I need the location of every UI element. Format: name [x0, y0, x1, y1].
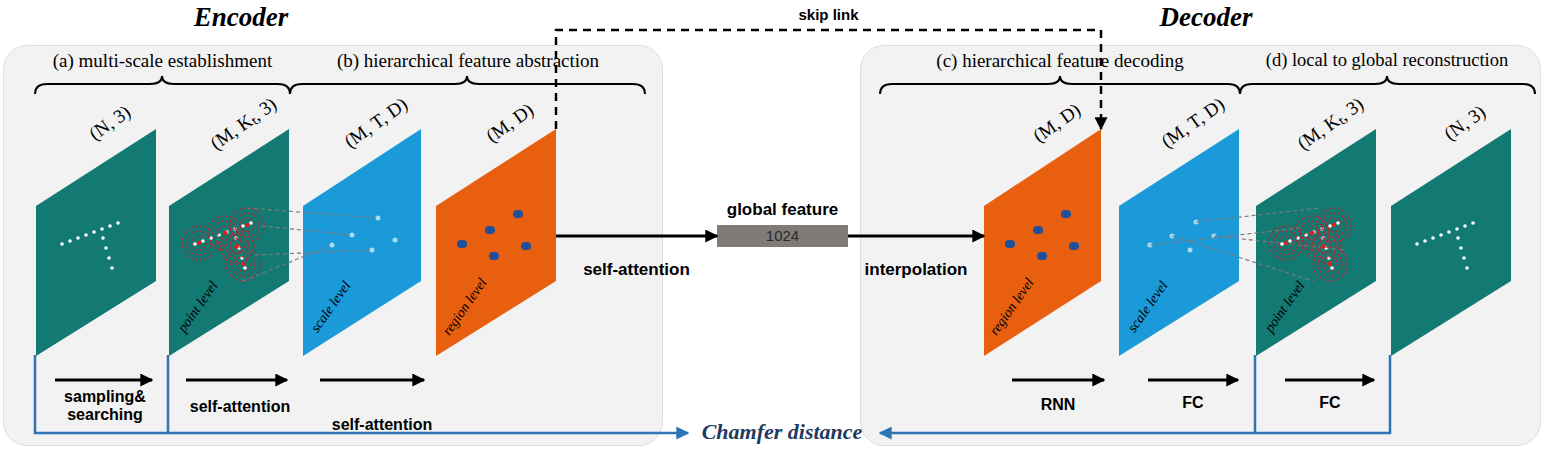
region-level-map: (M, D)region level: [436, 129, 556, 356]
multi-scale-rings: [1269, 208, 1351, 281]
brace: [880, 76, 1240, 94]
loss-line: [167, 355, 170, 433]
vector-size: 1024: [717, 227, 848, 244]
input-points: [62, 223, 118, 268]
step-label: FC: [1143, 394, 1243, 412]
parallelogram-fill: [36, 129, 156, 356]
process-arrow: [186, 379, 287, 382]
step-label: self-attention: [318, 416, 446, 434]
dimension-label: (M, D): [482, 99, 538, 147]
region-features: [461, 214, 527, 256]
stage-heading: (c) hierarchical feature decoding: [878, 50, 1242, 72]
parallelogram-fill: [1256, 129, 1376, 356]
local-points: [1282, 223, 1338, 268]
process-arrow: [55, 379, 152, 382]
parallelogram-fill: [436, 129, 556, 356]
process-arrow: [1148, 379, 1238, 382]
multi-scale-rings: [182, 208, 264, 281]
parallelogram-shape: [36, 129, 156, 356]
region-features: [1009, 214, 1075, 256]
flow-arrow: [848, 235, 984, 238]
step-label: self-attention: [178, 398, 302, 416]
dimension-label: (N, 3): [85, 101, 135, 145]
scale-level-map: (M, T, D)scale level: [303, 129, 421, 356]
process-arrow: [1012, 379, 1104, 382]
point-level-map: (M, Kₜ, 3)point level: [1256, 129, 1376, 356]
parallelogram-fill: [303, 129, 421, 356]
decoding-lines: [1150, 208, 1345, 281]
output-cloud: (N, 3): [1391, 129, 1511, 356]
dimension-label: (M, D): [1029, 99, 1085, 147]
vector-title: global feature: [697, 200, 868, 220]
brace: [35, 76, 290, 94]
flow-arrow: [556, 235, 717, 238]
global-feature-vector: global feature1024: [717, 225, 848, 247]
step-label: sampling& searching: [50, 388, 160, 424]
loss-line: [1254, 355, 1257, 433]
edge-label: interpolation: [865, 260, 968, 280]
step-label: RNN: [1008, 396, 1108, 414]
decoder-panel: Decoder(M, D)region level(M, T, D)scale …: [860, 45, 1541, 446]
input-cloud: (N, 3): [36, 129, 156, 356]
brace: [290, 76, 645, 94]
dimension-label: (N, 3): [1440, 101, 1490, 145]
parallelogram-fill: [1391, 129, 1511, 356]
edge-label: self-attention: [583, 260, 690, 280]
parallelogram-shape: [1391, 129, 1511, 356]
brace: [1240, 76, 1535, 94]
scale-features: [1150, 222, 1214, 250]
process-arrow: [1285, 379, 1374, 382]
scale-features: [332, 218, 395, 250]
encoder-panel: Encoder(N, 3)(M, Kₜ, 3)point level(M, T,…: [3, 45, 663, 446]
parallelogram-fill: [984, 129, 1101, 356]
output-points: [1417, 223, 1473, 268]
loss-line: [880, 355, 1390, 433]
grouping-lines: [243, 208, 378, 281]
scale-level-map: (M, T, D)scale level: [1119, 129, 1239, 356]
point-level-map: (M, Kₜ, 3)point level: [169, 129, 289, 356]
stage-heading: (b) hierarchical feature abstraction: [288, 50, 648, 72]
loss-label: Chamfer distance: [662, 419, 902, 445]
panel-title: Encoder: [151, 2, 331, 33]
loss-line: [35, 355, 688, 433]
stage-heading: (d) local to global reconstruction: [1232, 50, 1542, 71]
parallelogram-fill: [169, 129, 289, 356]
stage-heading: (a) multi-scale establishment: [10, 50, 315, 72]
edge-label: skip link: [798, 6, 858, 23]
process-arrow: [320, 379, 424, 382]
skip-connector: [556, 30, 1101, 129]
region-level-map: (M, D)region level: [984, 129, 1101, 356]
panel-title: Decoder: [1116, 2, 1296, 33]
step-label: FC: [1280, 394, 1380, 412]
sampled-points: [195, 223, 251, 268]
parallelogram-fill: [1119, 129, 1239, 356]
